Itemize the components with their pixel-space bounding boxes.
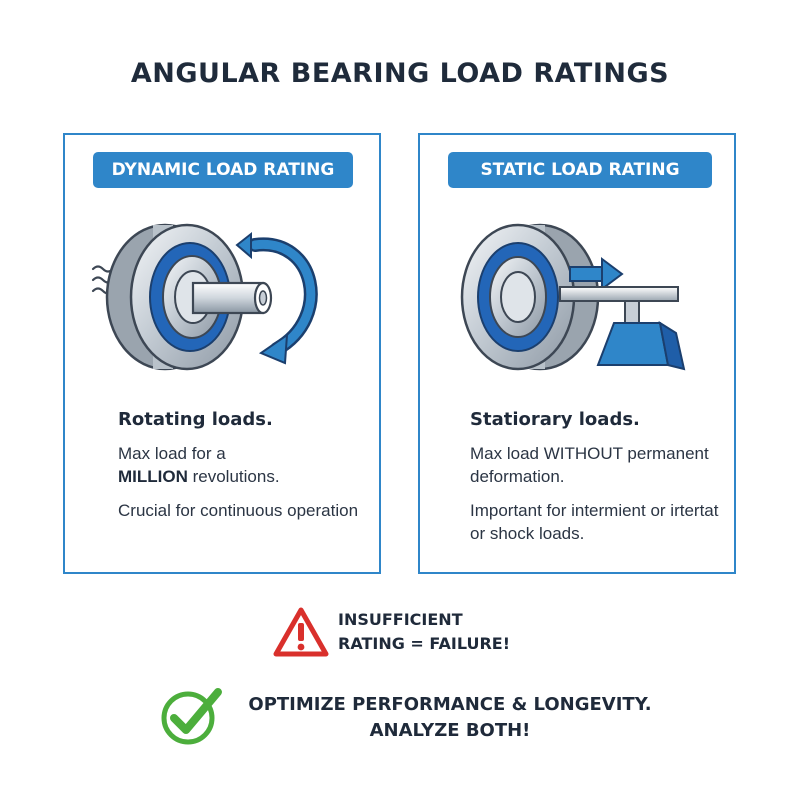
dynamic-desc-part-1: Max load for a	[118, 444, 226, 463]
dynamic-load-card: DYNAMIC LOAD RATING	[63, 133, 381, 574]
rotating-bearing-illustration	[91, 223, 318, 371]
page-title: ANGULAR BEARING LOAD RATINGS	[130, 58, 670, 89]
static-bearing-illustration	[460, 223, 686, 371]
dynamic-note: Crucial for continuous operation	[118, 501, 359, 520]
dynamic-heading: Rotating loads.	[118, 409, 273, 430]
checkmark-icon	[161, 688, 222, 745]
rotation-arrow-icon	[235, 231, 318, 365]
static-heading: Statiorary loads.	[470, 409, 640, 430]
warning-triangle-icon	[273, 607, 329, 657]
press-base-icon	[596, 320, 686, 371]
advice-text: OPTIMIZE PERFORMANCE & LONGEVITY. ANALYZ…	[230, 692, 670, 744]
dynamic-description: Max load for a MILLION revolutions.	[118, 442, 368, 488]
force-arrow-icon	[569, 257, 624, 291]
advice-line-2: ANALYZE BOTH!	[369, 720, 531, 741]
dynamic-desc-bold: MILLION	[118, 467, 188, 486]
static-description: Max load WITHOUT permanent deformation.	[470, 444, 709, 486]
advice-line-1: OPTIMIZE PERFORMANCE & LONGEVITY.	[248, 694, 652, 715]
warning-text: INSUFFICIENT RATING = FAILURE!	[338, 610, 510, 653]
static-load-label: STATIC LOAD RATING	[448, 152, 712, 188]
warning-callout: INSUFFICIENT RATING = FAILURE!	[272, 606, 572, 658]
advice-callout: OPTIMIZE PERFORMANCE & LONGEVITY. ANALYZ…	[160, 686, 680, 748]
dynamic-desc-part-2: revolutions.	[187, 467, 280, 486]
dynamic-load-label: DYNAMIC LOAD RATING	[93, 152, 353, 188]
static-load-card: STATIC LOAD RATING	[418, 133, 736, 574]
static-note: Important for intermient or irtertat or …	[470, 501, 719, 543]
shaft	[191, 281, 265, 315]
press-rod	[559, 286, 679, 302]
